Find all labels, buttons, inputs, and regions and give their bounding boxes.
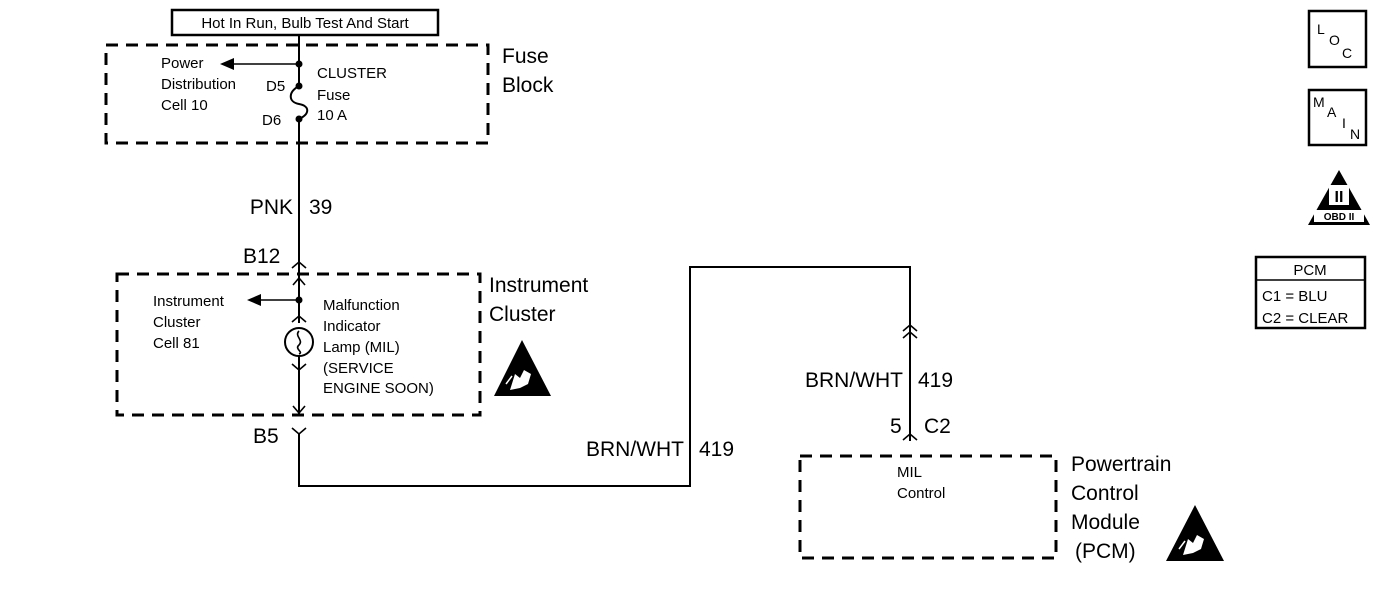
pcm-function-1: MIL <box>897 464 922 481</box>
connector-b5-symbol <box>291 427 307 436</box>
mil-label-1: Malfunction <box>323 297 400 314</box>
wire-419-lower-color: BRN/WHT <box>586 438 684 461</box>
pcm-title-1: Powertrain <box>1071 453 1171 476</box>
main-icon[interactable]: M A I N <box>1307 88 1368 147</box>
fuse-pin-d6: D6 <box>262 112 281 129</box>
fuse-block-title-2: Block <box>502 74 554 97</box>
fuse-junction-dot <box>295 60 303 68</box>
loc-icon-c: C <box>1342 45 1352 61</box>
connector-b5: B5 <box>253 425 279 448</box>
power-distribution-ref-2: Distribution <box>161 76 236 93</box>
instrument-cluster-ref-3: Cell 81 <box>153 335 200 352</box>
inline-connector-symbol <box>902 323 918 339</box>
instrument-cluster-title-1: Instrument <box>489 274 588 297</box>
pcm-connector-c2: C2 <box>924 415 951 438</box>
power-label-box <box>170 8 440 37</box>
main-icon-m: M <box>1313 94 1325 110</box>
fuse-block-title-1: Fuse <box>502 45 549 68</box>
main-icon-i: I <box>1342 115 1346 131</box>
pcm-function-2: Control <box>897 485 945 502</box>
pcm-legend-row-2: C2 = CLEAR <box>1262 310 1348 327</box>
loc-icon[interactable]: L O C <box>1307 9 1368 69</box>
loc-icon-o: O <box>1329 32 1340 48</box>
main-icon-n: N <box>1350 126 1360 142</box>
fuse-name-2: Fuse <box>317 87 350 104</box>
instrument-cluster-ref-2: Cluster <box>153 314 201 331</box>
wire-pnk-39-circuit: 39 <box>309 196 332 219</box>
wire-pnk-39-color: PNK <box>250 196 293 219</box>
lamp-socket-top <box>291 314 307 323</box>
cluster-internal-arrow-down <box>292 405 306 415</box>
fuse-block-enclosure <box>104 43 490 145</box>
obd-ii-numeral: II <box>1335 189 1344 206</box>
power-distribution-ref-1: Power <box>161 55 204 72</box>
pcm-title-2: Control <box>1071 482 1139 505</box>
obd-ii-icon[interactable]: II OBD II <box>1308 170 1370 225</box>
cluster-junction-dot <box>295 296 303 304</box>
pcm-enclosure <box>798 454 1058 560</box>
fuse-name-1: CLUSTER <box>317 65 387 82</box>
connector-b12-symbol <box>291 260 307 269</box>
instrument-cluster-title-2: Cluster <box>489 303 556 326</box>
obd-ii-label: OBD II <box>1324 212 1355 223</box>
mil-label-3: Lamp (MIL) <box>323 339 400 356</box>
fuse-rating: 10 A <box>317 107 347 124</box>
pcm-connector-legend: PCM C1 = BLU C2 = CLEAR <box>1254 255 1367 330</box>
pcm-pin-number: 5 <box>890 415 902 438</box>
wire-419-upper-circuit: 419 <box>918 369 953 392</box>
connector-b12: B12 <box>243 245 280 268</box>
mil-lamp-filament <box>296 330 302 355</box>
pcm-legend-row-1: C1 = BLU <box>1262 288 1327 305</box>
fuse-symbol <box>289 85 309 120</box>
mil-label-5: ENGINE SOON) <box>323 380 434 397</box>
power-distribution-arrowhead <box>220 58 234 70</box>
pcm-legend-title: PCM <box>1293 262 1326 279</box>
mil-label-2: Indicator <box>323 318 381 335</box>
wire-419-upper-color: BRN/WHT <box>805 369 903 392</box>
instrument-cluster-ref-1: Instrument <box>153 293 225 310</box>
instrument-cluster-arrowhead <box>247 294 261 306</box>
wire-brn-wht-419 <box>298 266 911 487</box>
wire-419-lower-circuit: 419 <box>699 438 734 461</box>
loc-icon-l: L <box>1317 21 1325 37</box>
pcm-title-4: (PCM) <box>1075 540 1136 563</box>
pcm-title-3: Module <box>1071 511 1140 534</box>
fuse-pin-d5: D5 <box>266 78 285 95</box>
mil-label-4: (SERVICE <box>323 360 394 377</box>
power-label: Hot In Run, Bulb Test And Start <box>201 15 409 32</box>
cluster-internal-arrow-up <box>292 276 306 286</box>
pcm-esd-sensitive-icon <box>1166 505 1224 561</box>
pcm-connector-symbol <box>902 432 918 441</box>
esd-sensitive-icon <box>494 340 551 396</box>
power-distribution-ref-3: Cell 10 <box>161 97 208 114</box>
main-icon-a: A <box>1327 104 1337 120</box>
